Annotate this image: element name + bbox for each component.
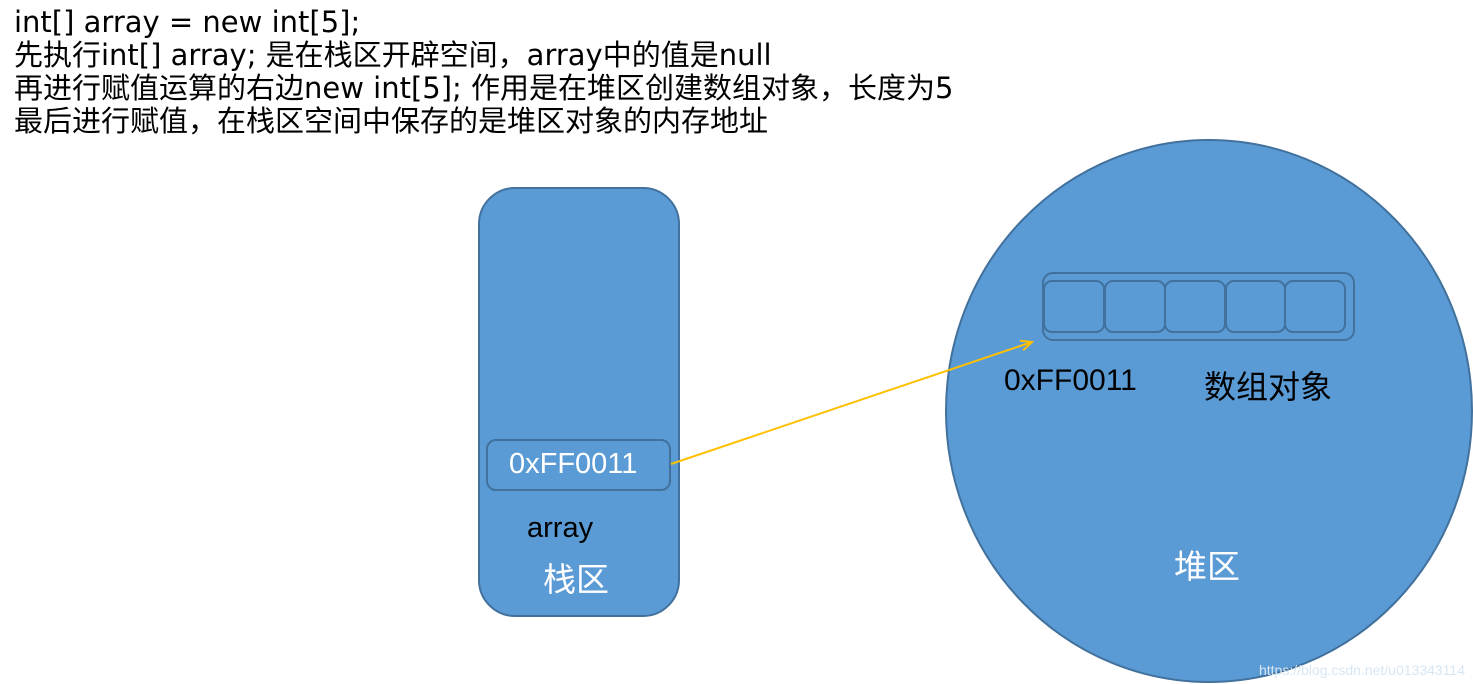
stack-variable-name: array [527, 512, 594, 544]
array-object-label: 数组对象 [1204, 368, 1333, 406]
explanation-line-2: 再进行赋值运算的右边new int[5]; 作用是在堆区创建数组对象，长度为5 [14, 71, 954, 105]
heap-region [945, 139, 1473, 683]
explanation-line-1: 先执行int[] array; 是在栈区开辟空间，array中的值是null [14, 38, 772, 72]
array-cells [1043, 280, 1346, 333]
heap-address-label: 0xFF0011 [1004, 364, 1137, 397]
stack-address-box [486, 439, 671, 491]
reference-arrow [670, 342, 1032, 465]
heap-area-label: 堆区 [1174, 547, 1240, 586]
array-cell [1164, 280, 1226, 333]
explanation-line-3: 最后进行赋值，在栈区空间中保存的是堆区对象的内存地址 [14, 104, 769, 138]
stack-region [478, 187, 680, 617]
array-cell [1043, 280, 1105, 333]
watermark: https://blog.csdn.net/u013343114 [1258, 662, 1465, 678]
array-cell [1104, 280, 1166, 333]
code-line: int[] array = new int[5]; [14, 5, 361, 39]
array-cell [1225, 280, 1286, 333]
description-text: int[] array = new int[5]; 先执行int[] array… [14, 6, 954, 138]
stack-address-value: 0xFF0011 [509, 448, 638, 480]
stack-area-label: 栈区 [543, 560, 609, 599]
array-cell [1284, 280, 1346, 333]
